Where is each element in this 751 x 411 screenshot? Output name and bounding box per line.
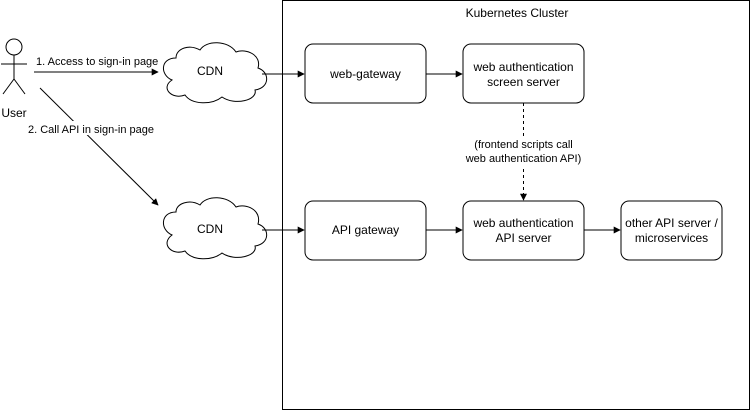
user-label: User: [1, 106, 26, 120]
web-auth-api-server-box: web authentication API server: [462, 200, 585, 261]
kubernetes-cluster-frame: [282, 0, 750, 410]
api-gateway-label: API gateway: [332, 223, 399, 237]
other-api-label-line2: microservices: [635, 231, 708, 245]
web-auth-screen-server-box: web authentication screen server: [462, 43, 585, 104]
cdn-top-label: CDN: [197, 64, 223, 78]
other-api-server-box: other API server / microservices: [620, 200, 723, 261]
web-gateway-label: web-gateway: [329, 67, 401, 81]
web-auth-api-label-line2: API server: [495, 231, 551, 245]
web-auth-screen-label-line1: web authentication: [472, 60, 573, 74]
edge-label-frontend-call-line1: (frontend scripts call: [474, 139, 572, 151]
edge-user-to-cdn-bottom: [39, 87, 159, 206]
edge-label-call-api: 2. Call API in sign-in page: [28, 124, 154, 136]
other-api-label-line1: other API server /: [625, 216, 718, 230]
api-gateway-box: API gateway: [304, 200, 427, 261]
cdn-top-cloud: CDN: [163, 42, 268, 104]
web-gateway-box: web-gateway: [304, 43, 427, 104]
cdn-bottom-cloud: CDN: [163, 197, 268, 260]
edge-label-access-sign-in: 1. Access to sign-in page: [36, 56, 158, 68]
cluster-label: Kubernetes Cluster: [466, 6, 569, 20]
user-actor-icon: [1, 38, 27, 95]
web-auth-screen-label-line2: screen server: [487, 75, 560, 89]
cdn-bottom-label: CDN: [197, 222, 223, 236]
web-auth-api-label-line1: web authentication: [472, 216, 573, 230]
edge-label-frontend-call-line2: web authentication API): [465, 153, 582, 165]
